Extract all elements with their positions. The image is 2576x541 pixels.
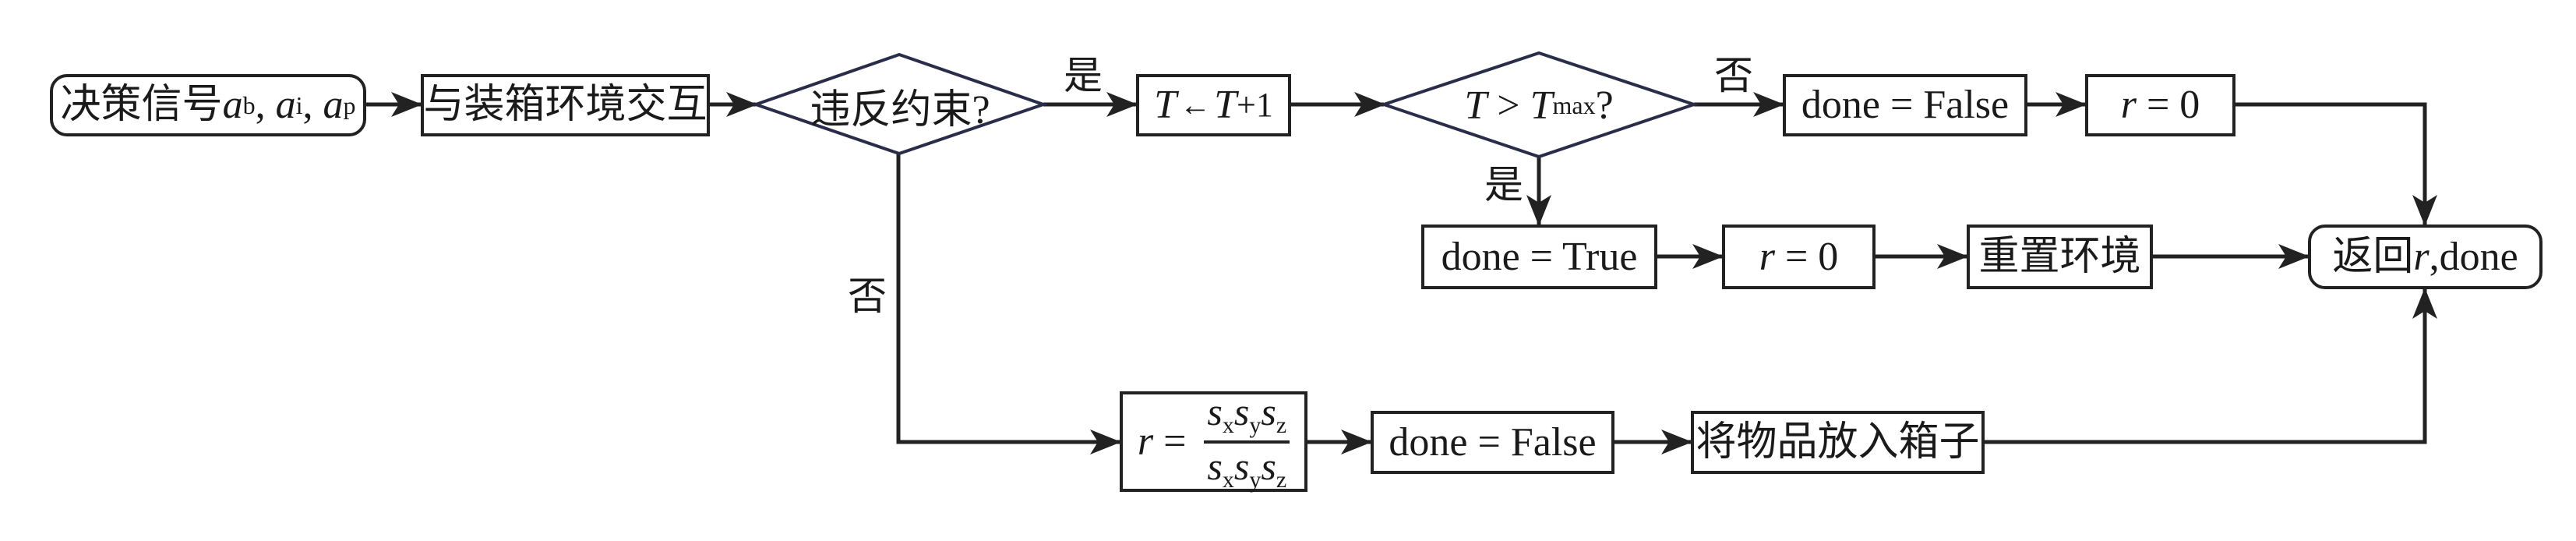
reset-env-node: 重置环境 xyxy=(1967,225,2153,289)
var-s: s xyxy=(1233,444,1250,488)
fraction: sxsysz sxsysz xyxy=(1204,392,1290,492)
place-item-label: 将物品放入箱子 xyxy=(1696,419,1980,465)
reset-env-label: 重置环境 xyxy=(1978,234,2141,279)
var-s: s xyxy=(1207,444,1223,488)
edge-label-violation-yes: 是 xyxy=(1064,54,1103,97)
reward-fraction-node: r = sxsysz sxsysz xyxy=(1120,391,1307,492)
var-t: T xyxy=(1154,83,1177,127)
var-t-max: T xyxy=(1530,83,1553,128)
sub-p: p xyxy=(343,91,356,119)
sub-y: y xyxy=(1249,412,1262,438)
done-false-top-label: done = False xyxy=(1801,83,2010,127)
var-r: r xyxy=(2120,83,2137,127)
var-a-p: a xyxy=(323,83,344,127)
sub-i: i xyxy=(295,91,303,119)
equals-zero: = 0 xyxy=(2136,83,2200,127)
increment-t-node: T←T+1 xyxy=(1136,74,1291,136)
place-item-node: 将物品放入箱子 xyxy=(1691,411,1985,474)
equals-zero: = 0 xyxy=(1774,234,1839,279)
fraction-denominator: sxsysz xyxy=(1204,447,1290,492)
sep: , xyxy=(302,83,323,127)
violation-decision-text: 违反约束? xyxy=(779,78,1021,133)
var-s: s xyxy=(1261,389,1276,433)
edge-label-tmax-yes: 是 xyxy=(1484,163,1523,207)
start-node-label: 决策信号 xyxy=(60,83,223,127)
return-done-label: ,done xyxy=(2429,234,2518,279)
fraction-numerator: sxsysz xyxy=(1204,392,1290,437)
var-t: T xyxy=(1464,83,1487,128)
var-r: r xyxy=(1759,234,1775,279)
done-false-top-node: done = False xyxy=(1783,74,2027,136)
var-r: r xyxy=(2413,234,2430,279)
done-true-node: done = True xyxy=(1421,225,1657,289)
var-a-b: a xyxy=(222,83,243,127)
done-false-bottom-node: done = False xyxy=(1371,411,1614,474)
var-s: s xyxy=(1261,444,1276,488)
tmax-decision-diamond xyxy=(1378,51,1699,159)
equals: = xyxy=(1153,419,1197,464)
var-a-i: a xyxy=(275,83,296,127)
r-zero-mid-node: r = 0 xyxy=(1722,225,1876,289)
r-zero-top-node: r = 0 xyxy=(2085,74,2235,136)
plus-one: +1 xyxy=(1237,86,1273,124)
done-false-bottom-label: done = False xyxy=(1389,419,1597,465)
var-r: r xyxy=(1137,419,1154,464)
sub-x: x xyxy=(1222,466,1234,493)
var-s: s xyxy=(1207,389,1223,433)
edge-label-violation-no: 否 xyxy=(848,274,887,318)
sep: , xyxy=(255,83,276,127)
question-mark: ? xyxy=(1595,83,1614,128)
sub-z: z xyxy=(1276,412,1287,438)
edge-label-tmax-no: 否 xyxy=(1714,54,1753,97)
arrow-r0-to-return xyxy=(2235,102,2437,226)
return-label: 返回 xyxy=(2332,234,2414,279)
sub-y: y xyxy=(1249,466,1262,493)
assign-arrow-icon: ← xyxy=(1180,87,1212,122)
violation-decision-diamond xyxy=(750,52,1049,156)
sub-b: b xyxy=(242,91,256,119)
var-t: T xyxy=(1214,83,1237,127)
interact-env-node: 与装箱环境交互 xyxy=(421,74,710,136)
interact-env-label: 与装箱环境交互 xyxy=(423,83,708,127)
violation-decision-label: 违反约束? xyxy=(810,87,990,133)
var-s: s xyxy=(1233,389,1250,433)
sub-x: x xyxy=(1222,412,1234,438)
fraction-bar xyxy=(1204,440,1290,444)
done-true-label: done = True xyxy=(1441,234,1638,279)
arrow-violation-no xyxy=(896,154,1121,454)
sub-max: max xyxy=(1552,90,1596,119)
sub-z: z xyxy=(1276,466,1287,493)
greater-than: > xyxy=(1487,83,1530,128)
arrow-place-to-return xyxy=(1985,288,2437,444)
